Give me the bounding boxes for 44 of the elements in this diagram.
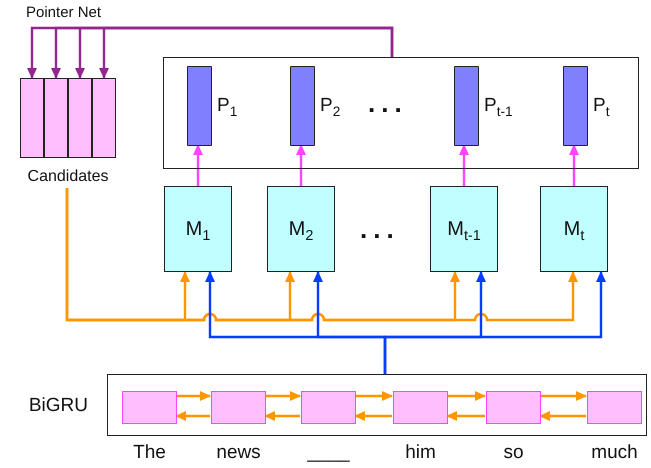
ellipsis-label: ...: [368, 88, 408, 119]
arrow: [355, 391, 393, 401]
vector-label: P$_{1}$: [217, 95, 238, 117]
arrow: [384, 271, 606, 374]
arrow: [265, 391, 301, 401]
memory-box: [267, 186, 335, 272]
arrow: [175, 411, 210, 421]
memory-label: M$_{t-1}$: [447, 218, 481, 240]
arrow: [176, 391, 211, 401]
memory-box: [164, 186, 232, 272]
memory-box: [430, 186, 498, 272]
memory-label: M$_{2}$: [288, 218, 314, 240]
word-label: ____: [307, 442, 350, 464]
layer-box: [163, 57, 639, 169]
arrow: [296, 144, 306, 186]
candidates-label: Candidates: [26, 168, 110, 186]
vector-label: P$_{t}$: [593, 95, 610, 117]
memory-label: M$_{1}$: [186, 218, 210, 240]
ellipsis-label: ...: [360, 214, 400, 245]
memory-label: M$_{t}$: [564, 218, 584, 240]
vector-label: P$_{2}$: [320, 95, 340, 117]
candidate-cell: [44, 78, 68, 158]
arrow: [447, 391, 486, 401]
arrow: [459, 144, 469, 186]
word-label: The: [133, 442, 166, 464]
word-label: so: [503, 442, 524, 464]
candidate-cell: [68, 78, 92, 158]
candidate-cell: [20, 78, 44, 158]
memory-box: [540, 186, 608, 272]
layer-label: BiGRU: [28, 395, 88, 417]
arrow: [354, 411, 392, 421]
word-label: news: [216, 442, 261, 464]
candidate-cell: [92, 78, 116, 158]
section-label: Pointer Net: [26, 4, 102, 21]
arrow: [569, 144, 579, 186]
arrow: [264, 411, 300, 421]
arrow: [446, 411, 485, 421]
arrow: [66, 188, 578, 322]
vector-label: P$_{t-1}$: [484, 95, 513, 117]
arrow: [539, 411, 586, 421]
word-label: him: [405, 442, 436, 464]
arrow: [193, 144, 203, 186]
word-label: much: [591, 442, 638, 464]
arrow: [540, 391, 587, 401]
